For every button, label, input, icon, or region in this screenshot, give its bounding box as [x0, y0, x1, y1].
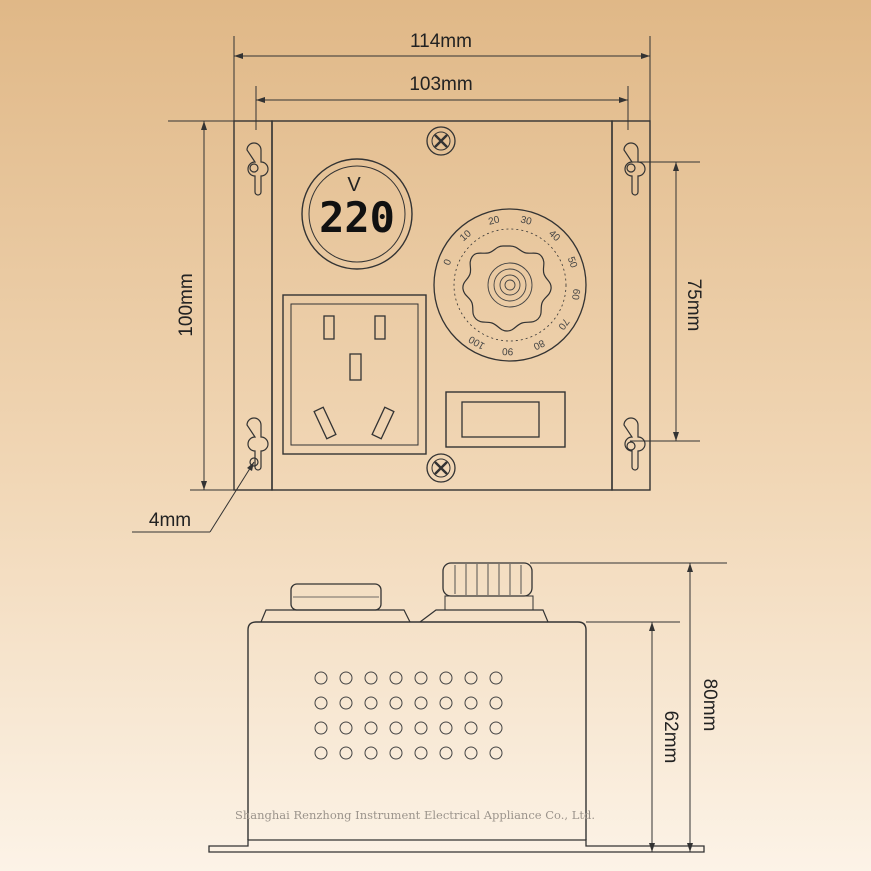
vent-hole	[339, 671, 353, 685]
dial-scale-label: 50	[565, 255, 579, 270]
vent-hole	[314, 696, 328, 710]
screw-icon	[426, 453, 456, 483]
voltmeter-display: V 220	[301, 158, 413, 270]
vent-hole	[439, 671, 453, 685]
vent-hole	[414, 746, 428, 760]
dial-scale-label: 80	[531, 337, 546, 352]
vent-hole	[489, 721, 503, 735]
dial-scale-label: 20	[487, 214, 501, 227]
vent-hole	[389, 721, 403, 735]
keyhole-slot-icon	[246, 417, 269, 471]
vent-hole	[389, 696, 403, 710]
vent-hole	[339, 746, 353, 760]
vent-hole	[364, 696, 378, 710]
dimension-75mm: 75mm	[630, 161, 704, 442]
label-62mm: 62mm	[660, 711, 681, 764]
label-100mm: 100mm	[176, 273, 197, 336]
vent-holes	[314, 671, 503, 760]
dial-tick-ring	[453, 228, 567, 342]
voltmeter-unit: V	[347, 174, 361, 196]
dimension-103mm: 103mm	[255, 74, 629, 130]
vent-hole	[414, 721, 428, 735]
vent-hole	[489, 746, 503, 760]
vent-hole	[464, 746, 478, 760]
vent-hole	[339, 721, 353, 735]
vent-hole	[489, 696, 503, 710]
dial-scale-label: 70	[555, 316, 571, 332]
dimension-114mm: 114mm	[233, 31, 651, 125]
vent-hole	[464, 696, 478, 710]
vent-hole	[314, 671, 328, 685]
label-103mm: 103mm	[409, 74, 472, 95]
vent-hole	[314, 746, 328, 760]
housing	[247, 621, 587, 840]
vent-hole	[439, 696, 453, 710]
dimension-80mm: 80mm	[530, 562, 727, 852]
vent-hole	[389, 746, 403, 760]
dial-scale-label: 60	[569, 288, 582, 301]
side-view: 80mm 62mm Shanghai Renzhong In	[208, 562, 727, 853]
dial-scale-label: 30	[519, 214, 533, 227]
dimension-62mm: 62mm	[586, 621, 681, 852]
dial-scale-label: 10	[458, 228, 474, 244]
knob-side-view	[419, 562, 549, 623]
base-plate	[208, 839, 705, 853]
vent-hole	[389, 671, 403, 685]
dial-scale-label: 0	[442, 258, 454, 267]
dial-outer-ring	[433, 208, 587, 362]
dial-scale-label: 40	[546, 228, 562, 244]
knob-icon	[462, 245, 552, 332]
voltmeter-bezel-side	[260, 583, 411, 623]
screw-icon	[426, 126, 456, 156]
keyhole-slot-icon	[623, 142, 646, 196]
rocker-switch-icon[interactable]	[445, 391, 566, 448]
vent-hole	[489, 671, 503, 685]
keyhole-slot-icon	[623, 417, 646, 471]
panel-body	[271, 120, 613, 491]
vent-hole	[364, 746, 378, 760]
vent-hole	[414, 696, 428, 710]
label-114mm: 114mm	[410, 31, 472, 52]
vent-hole	[464, 721, 478, 735]
vent-hole	[364, 721, 378, 735]
watermark-text: Shanghai Renzhong Instrument Electrical …	[235, 808, 595, 822]
vent-hole	[464, 671, 478, 685]
label-4mm: 4mm	[149, 510, 191, 531]
vent-hole	[364, 671, 378, 685]
keyhole-slot-icon	[246, 142, 269, 196]
vent-hole	[439, 721, 453, 735]
label-75mm: 75mm	[683, 279, 704, 332]
vent-hole	[339, 696, 353, 710]
vent-hole	[414, 671, 428, 685]
vent-hole	[439, 746, 453, 760]
label-80mm: 80mm	[699, 679, 720, 732]
vent-hole	[314, 721, 328, 735]
socket-icon	[282, 294, 427, 455]
dial-scale-label: 90	[502, 345, 514, 356]
voltmeter-reading: 220	[319, 193, 395, 242]
dimension-4mm: 4mm	[132, 461, 255, 533]
dial-scale-label: 100	[467, 333, 487, 351]
